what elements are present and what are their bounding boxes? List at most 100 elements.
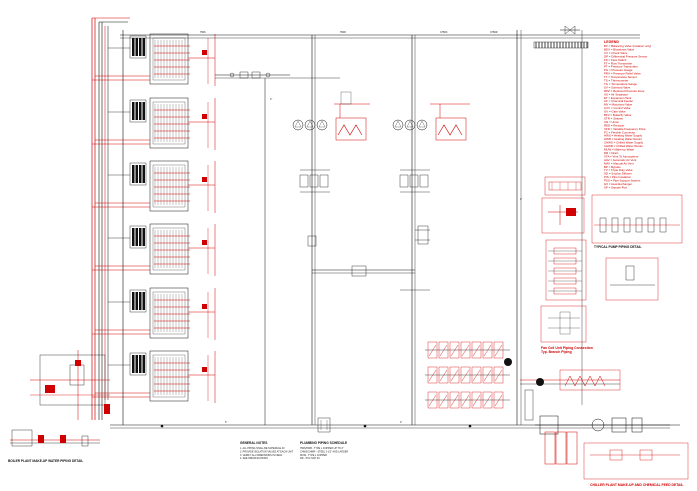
detail-contents	[548, 181, 680, 335]
chiller-cell	[460, 341, 471, 359]
coil-stack-group	[92, 33, 216, 403]
chiller-cell	[449, 341, 460, 359]
captions: BOILER PLANT MAKE-UP WATER PIPING DETAIL…	[8, 245, 684, 487]
legend-item: VFD = Variable Frequency Drive	[604, 127, 646, 131]
label-size-b: 4"	[400, 421, 402, 424]
legend-item: BP = Bypass	[604, 165, 621, 169]
coil-stack	[92, 223, 216, 276]
note-line: 2. PROVIDE ISOLATION VALVES AT EACH UNIT	[240, 450, 294, 453]
legend-item: RPZ = Reduced Pressure Zone	[604, 89, 645, 93]
legend-item: CCV = Control Valve	[604, 106, 631, 110]
caption-fcu: Fan Coil Unit Piping Connection	[541, 346, 593, 350]
legend-item: GV = Gate Valve	[604, 110, 626, 114]
legend-item: SD = Suction Diffuser	[604, 172, 632, 176]
legend-item: HX = Heat Exchanger	[604, 182, 632, 186]
legend-item: MAV = Manual Air Vent	[604, 161, 634, 165]
legend-items: BV = Balancing Valve (Isolation only)BDV…	[604, 44, 651, 189]
chiller-cell	[449, 366, 460, 384]
chiller-cell	[482, 391, 493, 409]
legend: LEGEND BV = Balancing Valve (Isolation o…	[604, 40, 651, 189]
legend-item: UN = Union	[604, 120, 619, 124]
label-hwr: HWR	[340, 31, 346, 34]
schedule-line: DR - PVC SCH 40	[300, 457, 320, 460]
legend-item: VTA = Vent To Atmosphere	[604, 154, 639, 158]
legend-item: PT = Pressure Transmitter	[604, 65, 638, 69]
chiller-cell	[471, 366, 482, 384]
pump-group-a	[290, 77, 340, 247]
legend-item: FC = Flexible Connector	[604, 130, 635, 134]
legend-item: DR = Drain	[604, 151, 619, 155]
legend-item: TG = Temperature Gauge	[604, 82, 637, 86]
detail-boxes	[524, 176, 689, 480]
legend-item: CV = Check Valve	[604, 51, 628, 55]
caption-left-bottom: BOILER PLANT MAKE-UP WATER PIPING DETAIL	[8, 459, 83, 463]
label-size-a: 6"	[225, 421, 227, 424]
pump-group-b	[392, 119, 430, 245]
chiller-area	[425, 341, 621, 409]
legend-item: FT = Flow Transmitter	[604, 61, 632, 65]
note-line: 3. VERIFY ALL DIMENSIONS IN FIELD	[240, 454, 283, 457]
chiller-cell	[427, 341, 438, 359]
chiller-cell	[427, 391, 438, 409]
legend-title: LEGEND	[604, 40, 619, 44]
chiller-cell	[471, 391, 482, 409]
chiller-cell	[449, 391, 460, 409]
hx-block-a	[334, 91, 370, 141]
legend-item: TT = Temperature Sensor	[604, 75, 637, 79]
schedule-line: MUW - TYPE L COPPER	[300, 454, 327, 457]
chiller-cell	[493, 391, 504, 409]
legend-item: TV = Triple Duty Valve	[604, 168, 633, 172]
caption-notes-b: PLUMBING PIPING SCHEDULE	[300, 441, 347, 445]
vertical-mains	[122, 30, 583, 425]
legend-item: MV = Motorized Valve	[604, 103, 633, 107]
left-riser	[91, 17, 130, 420]
chiller-cell	[482, 341, 493, 359]
legend-item: BFV = Butterfly Valve	[604, 113, 632, 117]
legend-item: SV = Solenoid Valve	[604, 85, 631, 89]
legend-item: PRV = Pressure Relief Valve	[604, 72, 641, 76]
chiller-cell	[471, 341, 482, 359]
chiller-cell	[460, 366, 471, 384]
schedule-line: HWS/HWR - TYPE L COPPER UP TO 2"	[300, 447, 344, 450]
coil-stack	[92, 97, 216, 150]
coil-stack	[92, 33, 216, 86]
caption-right-bottom: CHILLER PLANT MAKE-UP AND CHEMICAL FEED …	[590, 483, 684, 487]
chiller-cell	[493, 366, 504, 384]
legend-item: MUW = Make-up Water	[604, 148, 634, 152]
chiller-cell	[438, 366, 449, 384]
legend-item: BDV = Blowdown Valve	[604, 47, 635, 51]
chiller-cell	[427, 366, 438, 384]
legend-item: PIS = Pipe Insulation	[604, 175, 631, 179]
legend-item: DP = Differential Pressure Sensor	[604, 54, 647, 58]
coil-stack	[92, 160, 216, 213]
legend-item: SP = Sample Port	[604, 185, 627, 189]
bottom-left-detail	[10, 350, 110, 447]
legend-item: STR = Strainer	[604, 116, 623, 120]
label-chws: CHWS	[440, 31, 448, 34]
legend-item: FS = Flow Switch	[604, 58, 627, 62]
label-size-c: 3"	[270, 98, 272, 101]
mid-crossover	[312, 265, 430, 291]
legend-item: RED = Reducer	[604, 123, 624, 127]
chiller-cell	[493, 341, 504, 359]
legend-item: TS = Thermometer	[604, 79, 628, 83]
legend-item: HWS = Heating Water Supply	[604, 134, 643, 138]
gauge-manifold	[533, 25, 589, 49]
chiller-cell	[482, 366, 493, 384]
legend-item: ET = Expansion Tank	[604, 96, 632, 100]
legend-item: CHWS = Chilled Water Supply	[604, 141, 644, 145]
label-chwr: CHWR	[490, 31, 498, 34]
hx-block-b	[430, 103, 470, 141]
legend-item: AS = Air Separator	[604, 92, 628, 96]
caption-pump-detail: TYPICAL PUMP PIPING DETAIL	[594, 245, 642, 249]
caption-notes-a: GENERAL NOTES	[240, 441, 267, 445]
caption-branch: Typ. Branch Piping	[541, 350, 572, 354]
chiller-cell	[438, 391, 449, 409]
coil-stack	[92, 287, 216, 340]
coil-stack	[92, 350, 216, 403]
legend-item: HWR = Heating Water Return	[604, 137, 642, 141]
note-line: 1. ALL PIPING SHALL BE SCHEDULE 40	[240, 447, 285, 450]
legend-item: PG = Pressure Gauge	[604, 68, 633, 72]
pipe-labels: HWS HWR CHWS CHWR 6" 4" 3" 2"	[200, 31, 522, 424]
